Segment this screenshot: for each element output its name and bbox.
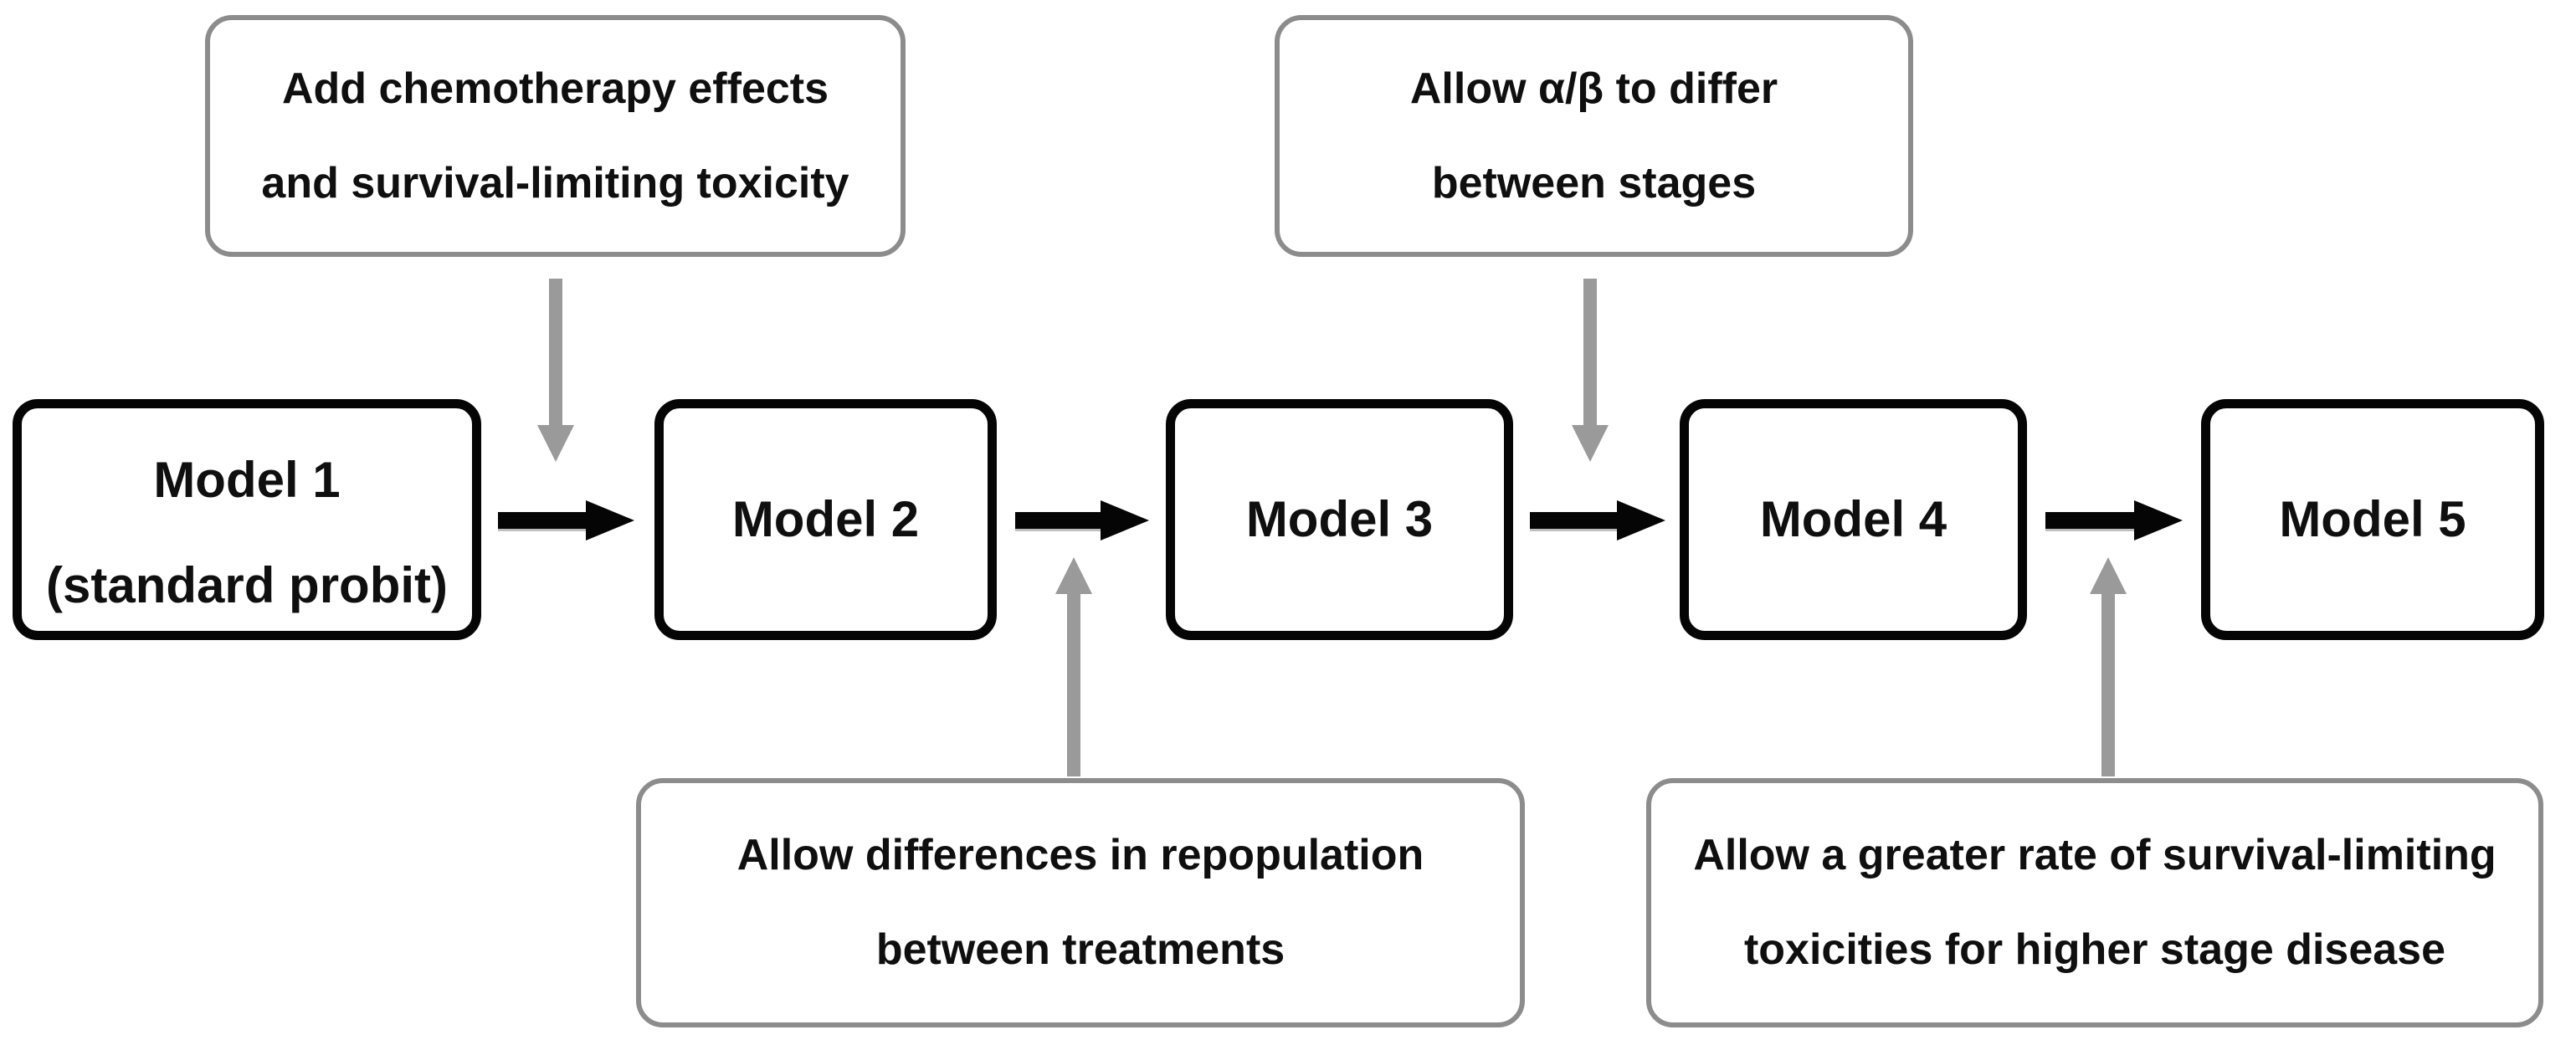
- flow-arrow-icon: [2045, 500, 2183, 540]
- annotation-box-toxicities: Allow a greater rate of survival-limitin…: [1646, 778, 2543, 1027]
- down-arrow-icon: [1572, 279, 1609, 462]
- annotation-line-1: Allow a greater rate of survival-limitin…: [1693, 831, 2496, 879]
- arrow-shaft: [1583, 279, 1597, 428]
- arrow-head: [537, 425, 574, 462]
- model-2-box: Model 2: [654, 399, 997, 640]
- down-arrow-icon: [537, 279, 574, 462]
- model-4-box: Model 4: [1680, 399, 2027, 640]
- model-label: Model 5: [2279, 491, 2466, 547]
- annotation-text: Add chemotherapy effects and survival-li…: [261, 42, 849, 231]
- arrow-head: [2134, 500, 2183, 540]
- annotation-box-chemotherapy: Add chemotherapy effects and survival-li…: [205, 15, 906, 257]
- model-3-box: Model 3: [1166, 399, 1513, 640]
- arrow-shaft: [549, 279, 562, 428]
- annotation-box-alpha-beta: Allow α/β to differ between stages: [1275, 15, 1913, 257]
- arrow-shaft: [2045, 512, 2136, 529]
- model-1-box: Model 1 (standard probit): [13, 399, 481, 640]
- model-label: Model 3: [1245, 491, 1434, 547]
- arrow-shaft: [2101, 591, 2115, 776]
- annotation-line-2: between treatments: [875, 925, 1285, 974]
- annotation-line-1: Allow α/β to differ: [1409, 64, 1778, 113]
- model-label: Model 2: [731, 491, 920, 547]
- up-arrow-icon: [1055, 557, 1092, 776]
- flow-arrow-icon: [498, 500, 634, 540]
- model-label: Model 1: [153, 452, 341, 508]
- arrow-head: [1617, 500, 1665, 540]
- annotation-line-2: toxicities for higher stage disease: [1743, 925, 2446, 974]
- arrow-shaft: [498, 512, 588, 529]
- up-arrow-icon: [2090, 557, 2127, 776]
- flow-arrow-icon: [1530, 500, 1665, 540]
- arrow-shaft: [1067, 591, 1080, 776]
- model-1-text: Model 1 (standard probit): [46, 428, 448, 638]
- annotation-box-repopulation: Allow differences in repopulation betwee…: [636, 778, 1525, 1027]
- annotation-text: Allow α/β to differ between stages: [1410, 42, 1778, 231]
- flow-arrow-icon: [1015, 500, 1149, 540]
- annotation-text: Allow differences in repopulation betwee…: [737, 808, 1424, 997]
- model-sublabel: (standard probit): [46, 557, 448, 613]
- arrow-head: [2090, 557, 2127, 594]
- arrow-shaft: [1530, 512, 1619, 529]
- arrow-head: [586, 500, 634, 540]
- model-label: Model 4: [1759, 491, 1947, 547]
- annotation-line-1: Add chemotherapy effects: [281, 64, 829, 113]
- annotation-line-2: and survival-limiting toxicity: [261, 158, 849, 207]
- annotation-text: Allow a greater rate of survival-limitin…: [1693, 808, 2496, 997]
- annotation-line-1: Allow differences in repopulation: [736, 831, 1424, 879]
- arrow-head: [1101, 500, 1149, 540]
- arrow-head: [1572, 425, 1609, 462]
- arrow-head: [1055, 557, 1092, 594]
- arrow-shaft: [1015, 512, 1102, 529]
- model-5-box: Model 5: [2201, 399, 2544, 640]
- annotation-line-2: between stages: [1431, 158, 1757, 207]
